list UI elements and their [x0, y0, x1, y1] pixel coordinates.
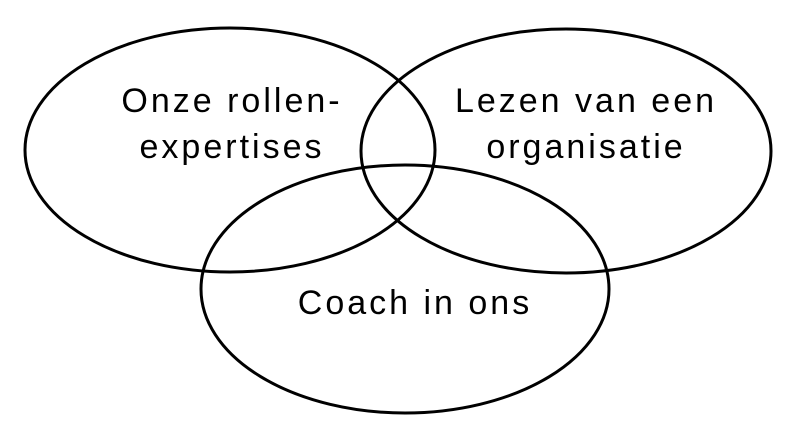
venn-circle-right: [359, 27, 773, 275]
venn-label-left-line-1: Onze rollen-: [121, 82, 342, 120]
venn-label-right-line-2: organisatie: [486, 128, 685, 166]
venn-circle-left: [23, 26, 437, 274]
venn-label-right: Lezen van een organisatie: [455, 82, 717, 166]
venn-label-left-line-2: expertises: [140, 128, 325, 166]
venn-label-bottom: Coach in ons: [298, 284, 532, 322]
venn-label-left: Onze rollen- expertises: [121, 82, 342, 166]
venn-label-right-line-1: Lezen van een: [455, 82, 717, 120]
venn-circle-bottom: [199, 163, 611, 415]
venn-label-bottom-line-1: Coach in ons: [298, 284, 532, 322]
